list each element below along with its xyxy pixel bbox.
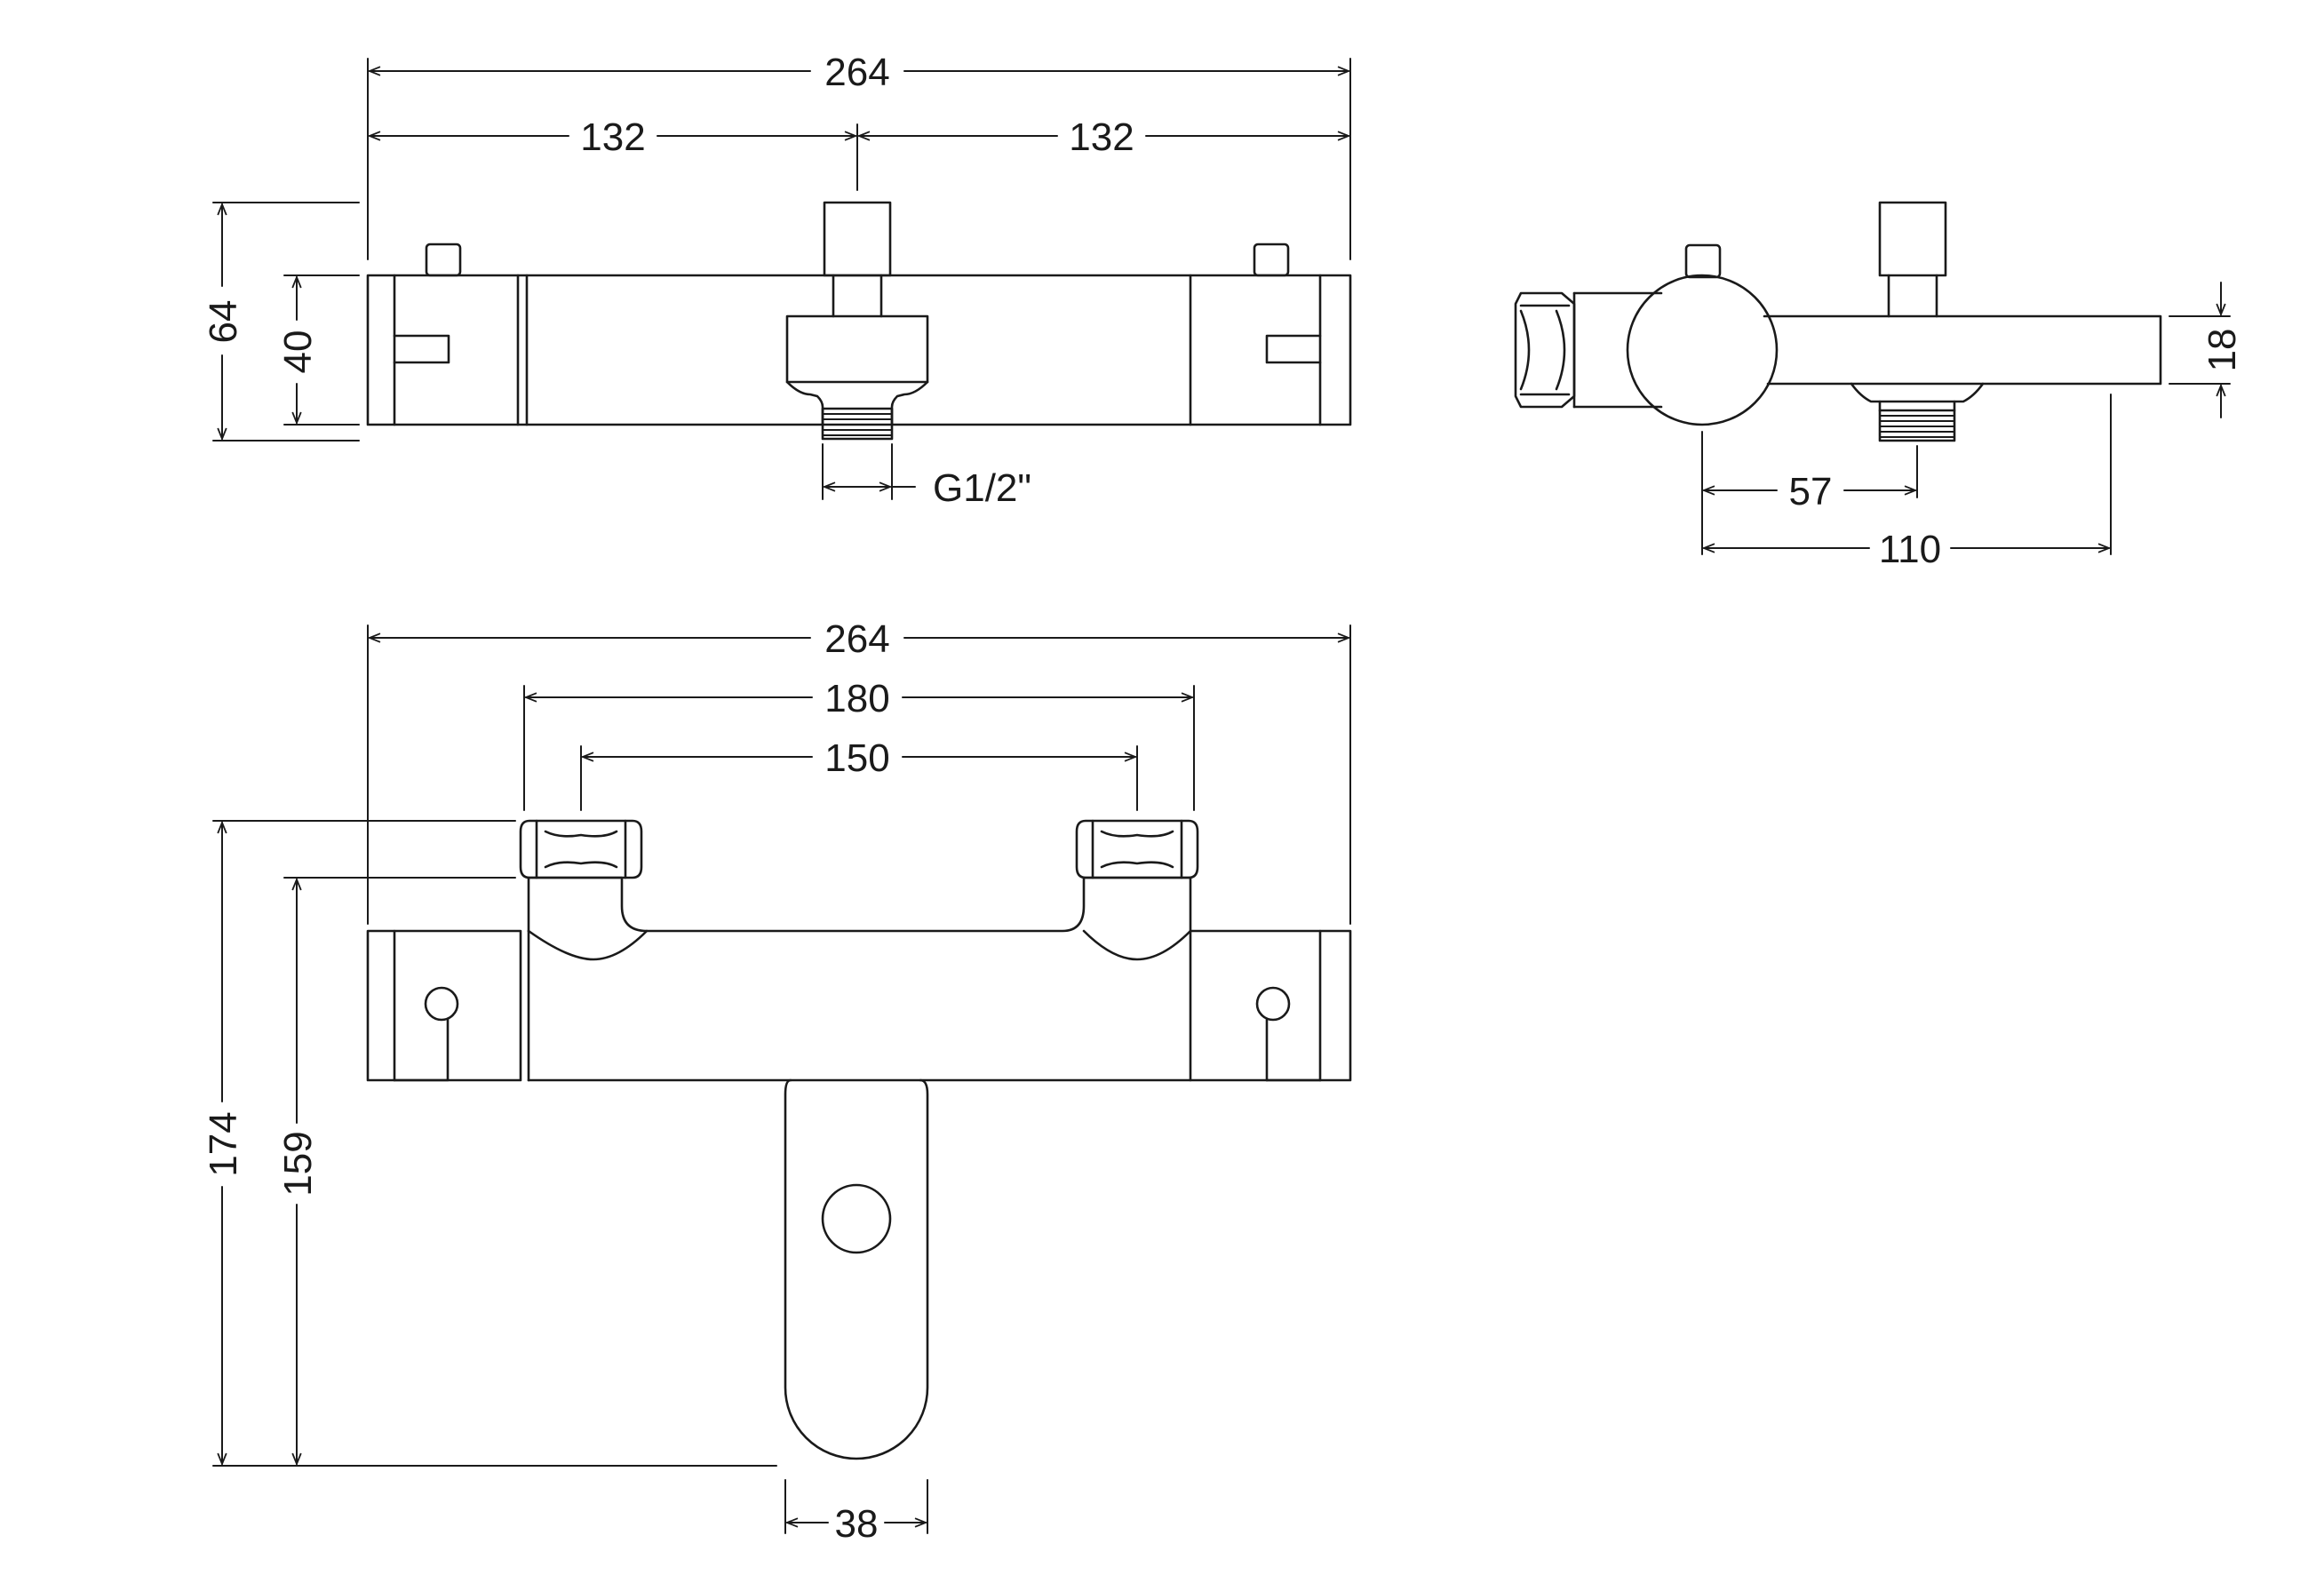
- front-centre-body: [527, 876, 1192, 933]
- dim-top-total-width: 264: [824, 51, 889, 94]
- front-right-button: [1255, 986, 1291, 1022]
- front-view: 264 180 150 174 159 38: [202, 617, 1352, 1546]
- front-left-button: [424, 986, 459, 1022]
- outlet-nut: [785, 314, 929, 384]
- dim-top-thread: G1/2": [933, 466, 1031, 510]
- front-left-nut: [519, 819, 643, 879]
- right-pin: [1253, 243, 1290, 277]
- dim-front-total-height: 174: [202, 1111, 245, 1176]
- side-arm: [1763, 314, 2162, 386]
- dim-side-depth: 18: [2201, 329, 2244, 372]
- side-pin: [1684, 243, 1722, 279]
- dim-front-centres-outer: 180: [824, 677, 889, 720]
- dim-side-projection: 110: [1879, 528, 1941, 571]
- front-handle: [784, 1078, 929, 1460]
- dim-front-total-width: 264: [824, 617, 889, 661]
- dim-front-centres: 150: [824, 736, 889, 780]
- dim-side-outlet-offset: 57: [1789, 470, 1833, 513]
- right-clip: [1265, 334, 1322, 364]
- front-handle-button: [821, 1183, 892, 1254]
- side-view: 18 57 110: [1514, 201, 2244, 571]
- front-right-nut: [1075, 819, 1199, 879]
- left-clip: [393, 334, 450, 364]
- side-body-circle: [1626, 274, 1779, 426]
- top-body-outline: [366, 274, 1352, 426]
- side-hex-nut: [1514, 291, 1576, 409]
- dim-top-left-half: 132: [580, 115, 645, 159]
- dim-top-height: 64: [202, 300, 245, 344]
- dim-top-right-half: 132: [1069, 115, 1134, 159]
- front-left-end: [366, 929, 522, 1082]
- top-view: 264 132 132 64 40 G1/2": [202, 51, 1352, 510]
- dim-front-handle-width: 38: [835, 1502, 879, 1546]
- dim-front-height-to-inlet: 159: [276, 1131, 320, 1196]
- side-knob: [1878, 201, 1947, 277]
- left-pin: [425, 243, 462, 277]
- front-right-end: [1189, 929, 1352, 1082]
- dim-top-body-height: 40: [276, 330, 320, 374]
- centre-knob: [823, 201, 892, 277]
